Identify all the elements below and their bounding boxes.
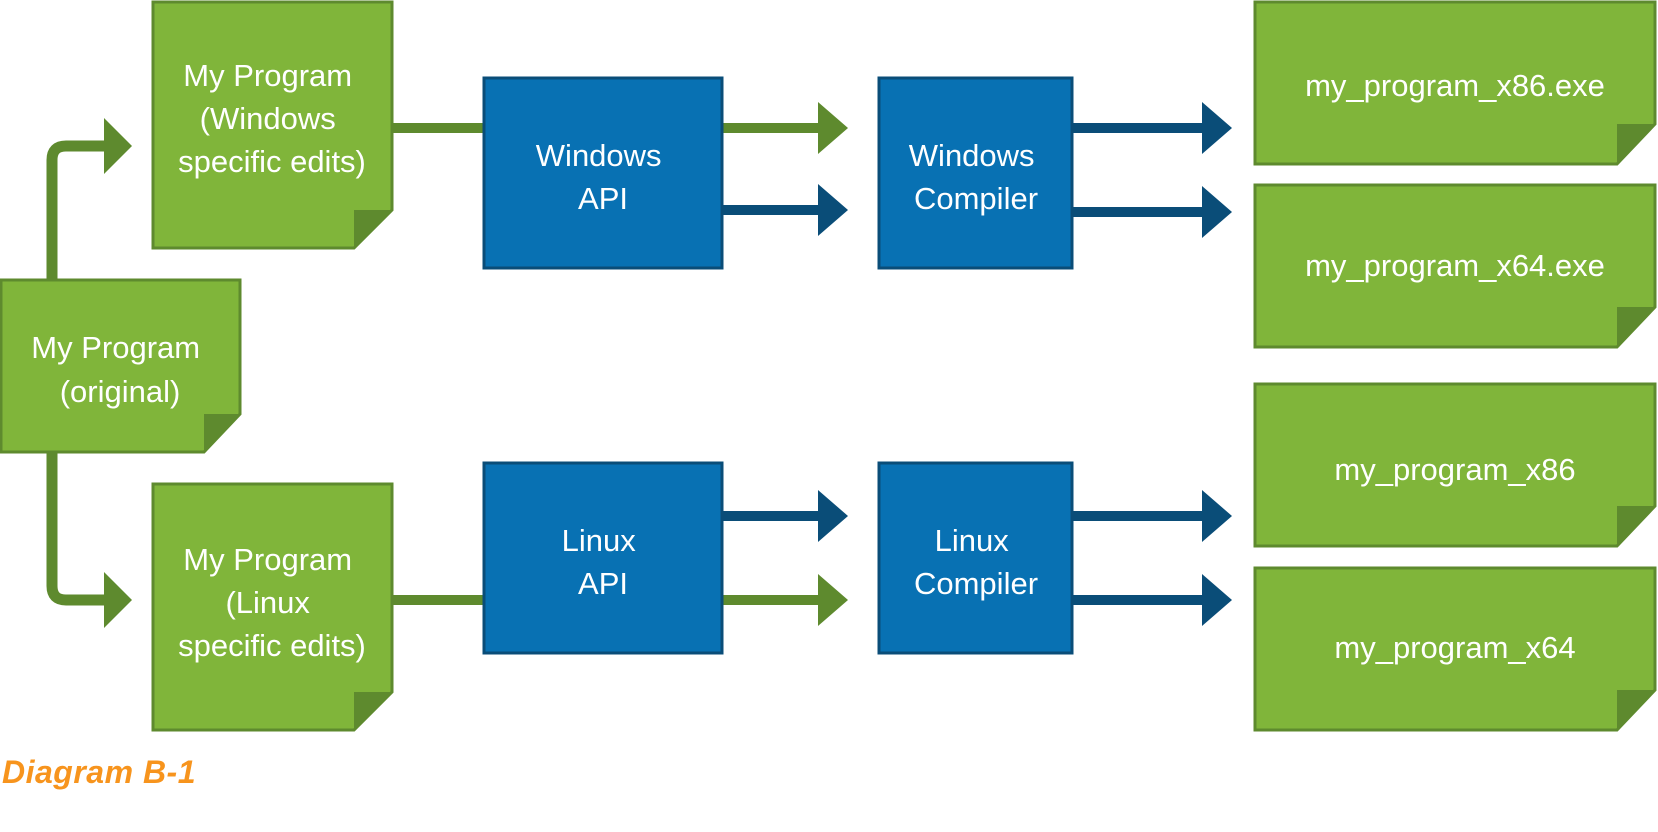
node-original-line-1: My Program (31, 330, 200, 365)
node-windows-compiler-shape (877, 76, 1074, 270)
svg-text:Windows API: Windows API (536, 138, 670, 216)
node-linux-compiler-line-2: Compiler (914, 566, 1038, 601)
fold-corner (354, 210, 392, 248)
arrowhead-winapi-blue (818, 184, 848, 236)
node-output-x86-exe: my_program_x86.exe (1253, 0, 1657, 166)
fold-corner (1617, 307, 1655, 347)
node-linux-program: My Program (Linux specific edits) (151, 482, 394, 732)
node-windows-program: My Program (Windows specific edits) (151, 0, 394, 250)
fold-corner (354, 692, 392, 730)
fold-corner (1617, 506, 1655, 546)
node-output-x86: my_program_x86 (1253, 382, 1657, 548)
node-windows-program-line-3: specific edits) (178, 144, 366, 179)
fold-corner (1617, 690, 1655, 730)
node-linux-compiler: Linux Compiler (877, 461, 1074, 655)
svg-text:Linux API: Linux API (562, 523, 645, 601)
node-original-line-2: (original) (60, 374, 181, 409)
node-linux-api-line-2: API (578, 566, 628, 601)
svg-text:My Program (Windows: My Program (Windows specific edits) (178, 58, 366, 179)
node-output-x86-label: my_program_x86 (1334, 452, 1575, 487)
node-windows-api-shape (482, 76, 724, 270)
arrowhead-linuxapi-green (818, 574, 848, 626)
arrowhead-linuxapi-blue (818, 490, 848, 542)
node-linux-api-line-1: Linux (562, 523, 637, 558)
node-linux-api-shape (482, 461, 724, 655)
node-linux-compiler-line-1: Linux (935, 523, 1010, 558)
node-windows-api: Windows API (482, 76, 724, 270)
arrowhead-wincompiler-x86exe (1202, 102, 1232, 154)
arrowhead-wincompiler-x64exe (1202, 186, 1232, 238)
arrowhead-winapi-green (818, 102, 848, 154)
svg-text:My Program (Linux: My Program (Linux specific edits) (178, 542, 366, 663)
node-windows-compiler-line-1: Windows (909, 138, 1035, 173)
diagram-caption: Diagram B-1 (2, 754, 196, 790)
connector-original-to-linux (46, 452, 108, 606)
node-windows-compiler-line-2: Compiler (914, 181, 1038, 216)
node-linux-compiler-shape (877, 461, 1074, 655)
arrowhead-original-to-linux (104, 572, 132, 628)
node-windows-api-line-1: Windows (536, 138, 662, 173)
node-linux-program-line-1: My Program (183, 542, 352, 577)
node-output-x86-exe-label: my_program_x86.exe (1305, 68, 1605, 103)
node-windows-program-line-2: (Windows (200, 101, 336, 136)
arrowhead-linuxcompiler-x86 (1202, 490, 1232, 542)
node-linux-api: Linux API (482, 461, 724, 655)
node-output-x64-exe: my_program_x64.exe (1253, 183, 1657, 349)
fold-corner (1617, 124, 1655, 164)
arrowhead-original-to-windows (104, 118, 132, 174)
node-original: My Program (original) (0, 278, 242, 454)
node-windows-program-line-1: My Program (183, 58, 352, 93)
svg-text:Windows Compiler: Windows Compiler (909, 138, 1043, 216)
node-output-x64-label: my_program_x64 (1334, 630, 1575, 665)
node-linux-program-line-3: specific edits) (178, 628, 366, 663)
svg-text:Linux Compiler: Linux Compiler (914, 523, 1038, 601)
node-windows-api-line-2: API (578, 181, 628, 216)
node-windows-compiler: Windows Compiler (877, 76, 1074, 270)
node-output-x64: my_program_x64 (1253, 566, 1657, 732)
node-output-x64-exe-label: my_program_x64.exe (1305, 248, 1605, 283)
node-linux-program-line-2: (Linux (225, 585, 310, 620)
fold-corner (204, 414, 240, 452)
connector-original-to-windows (46, 140, 108, 280)
arrowhead-linuxcompiler-x64 (1202, 574, 1232, 626)
svg-text:My Program (original): My Program (original) (31, 330, 208, 409)
